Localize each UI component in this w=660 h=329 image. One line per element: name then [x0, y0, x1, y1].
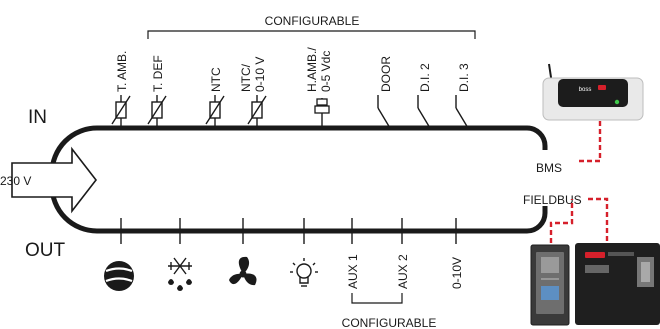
- input-label: D.I. 3: [457, 63, 471, 92]
- bms-link: [579, 118, 602, 163]
- output-bus-line: [49, 185, 548, 234]
- input-door: DOOR: [377, 56, 393, 129]
- input-label: D.I. 2: [418, 63, 432, 92]
- defrost-icon: [168, 257, 192, 291]
- input-t-def: T. DEF: [147, 55, 167, 128]
- input-t-amb: T. AMB.: [111, 51, 131, 128]
- fieldbus-label: FIELDBUS: [523, 193, 582, 207]
- input-bus-line: [49, 125, 548, 174]
- input-di-3: D.I. 3: [455, 63, 471, 129]
- input-label-line-2: 0-5 Vdc: [319, 51, 333, 92]
- fan-icon: [229, 256, 257, 286]
- input-label: T. DEF: [151, 55, 165, 92]
- input-di-2: D.I. 2: [417, 63, 432, 129]
- bottom-configurable-label: CONFIGURABLE: [342, 316, 437, 329]
- bottom-configurable-bracket: [351, 293, 403, 304]
- light-icon: [290, 258, 318, 287]
- out-label: OUT: [25, 240, 66, 261]
- output-label-aux-2: AUX 2: [396, 254, 410, 289]
- fieldbus-link-right: [588, 197, 609, 241]
- output-terminals: [120, 218, 457, 244]
- input-humidity: H.AMB./ 0-5 Vdc: [305, 47, 333, 128]
- top-configurable-label: CONFIGURABLE: [265, 14, 360, 28]
- bms-gateway-device: boss: [542, 63, 644, 121]
- input-label: DOOR: [379, 56, 393, 92]
- top-configurable-bracket: [147, 30, 476, 39]
- input-ntc: NTC: [205, 67, 225, 128]
- power-input-arrow: [11, 146, 98, 214]
- input-label: T. AMB.: [115, 51, 129, 92]
- input-label: NTC/: [239, 63, 253, 92]
- in-label: IN: [28, 107, 47, 128]
- input-label: H.AMB./: [305, 47, 319, 92]
- output-label-aux-1: AUX 1: [346, 254, 360, 289]
- input-ntc-0-10v: NTC/ 0-10 V: [239, 57, 267, 128]
- output-label-0-10v: 0-10V: [450, 257, 464, 289]
- device-brand: boss: [579, 87, 592, 93]
- bms-label: BMS: [536, 161, 562, 175]
- input-label-line-2: 0-10 V: [253, 57, 267, 92]
- fieldbus-panel-large: [575, 243, 660, 325]
- compressor-icon: [104, 261, 134, 291]
- fieldbus-link-left: [549, 199, 574, 243]
- input-label: NTC: [209, 67, 223, 92]
- power-label: 230 V: [0, 174, 31, 188]
- fieldbus-terminal-small: [530, 244, 570, 326]
